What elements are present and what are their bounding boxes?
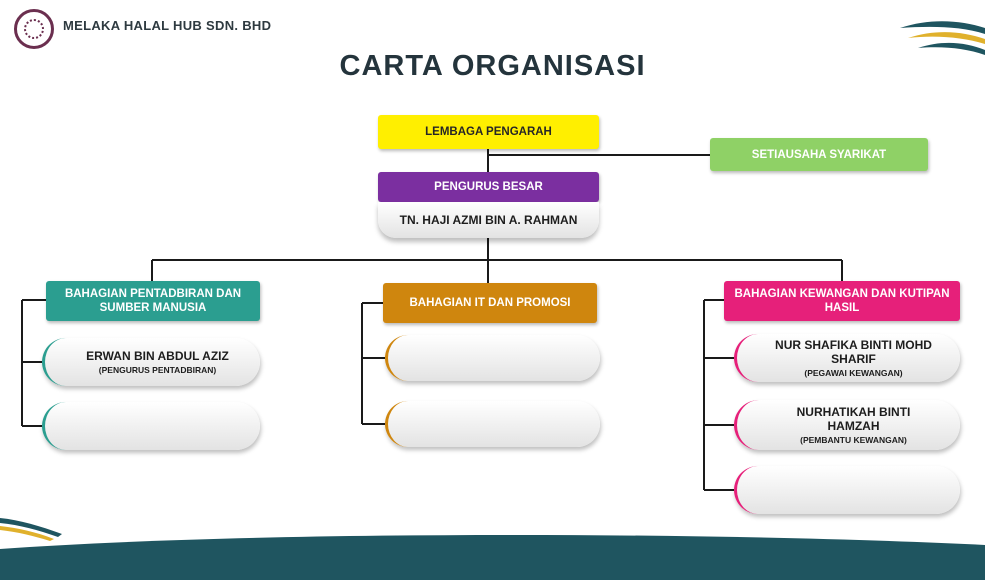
decorative-swoosh-bottom-left <box>0 518 62 541</box>
member-role: (PENGURUS PENTADBIRAN) <box>98 364 217 375</box>
member-card-d3-1: NUR SHAFIKA BINTI MOHD SHARIF (PEGAWAI K… <box>734 334 960 382</box>
decorative-swoosh-top-right <box>900 21 985 55</box>
footer-wave <box>0 534 985 580</box>
member-card-d3-2: NURHATIKAH BINTI HAMZAH (PEMBANTU KEWANG… <box>734 400 960 450</box>
dept-finance: BAHAGIAN KEWANGAN DAN KUTIPAN HASIL <box>724 281 960 321</box>
member-card-d1-1: ERWAN BIN ABDUL AZIZ (PENGURUS PENTADBIR… <box>42 338 260 386</box>
chart-title: CARTA ORGANISASI <box>339 50 646 82</box>
node-board: LEMBAGA PENGARAH <box>378 115 599 149</box>
company-name: MELAKA HALAL HUB SDN. BHD <box>63 18 272 33</box>
member-role: (PEMBANTU KEWANGAN) <box>800 434 907 445</box>
member-name: NURHATIKAH BINTI HAMZAH <box>796 404 911 433</box>
member-card-d3-3 <box>734 466 960 514</box>
member-role: (PEGAWAI KEWANGAN) <box>804 367 903 378</box>
dept-it-promotion: BAHAGIAN IT DAN PROMOSI <box>383 283 597 323</box>
member-card-d2-2 <box>385 401 600 447</box>
gm-name-card: TN. HAJI AZMI BIN A. RAHMAN <box>378 202 599 238</box>
node-general-manager: PENGURUS BESAR <box>378 172 599 202</box>
member-name: ERWAN BIN ABDUL AZIZ <box>86 348 229 363</box>
member-card-d2-1 <box>385 335 600 381</box>
gm-name: TN. HAJI AZMI BIN A. RAHMAN <box>399 213 578 227</box>
node-secretary: SETIAUSAHA SYARIKAT <box>710 138 928 171</box>
dept-admin-hr: BAHAGIAN PENTADBIRAN DAN SUMBER MANUSIA <box>46 281 260 321</box>
member-card-d1-2 <box>42 402 260 450</box>
member-name: NUR SHAFIKA BINTI MOHD SHARIF <box>775 337 932 366</box>
company-logo <box>14 9 54 49</box>
